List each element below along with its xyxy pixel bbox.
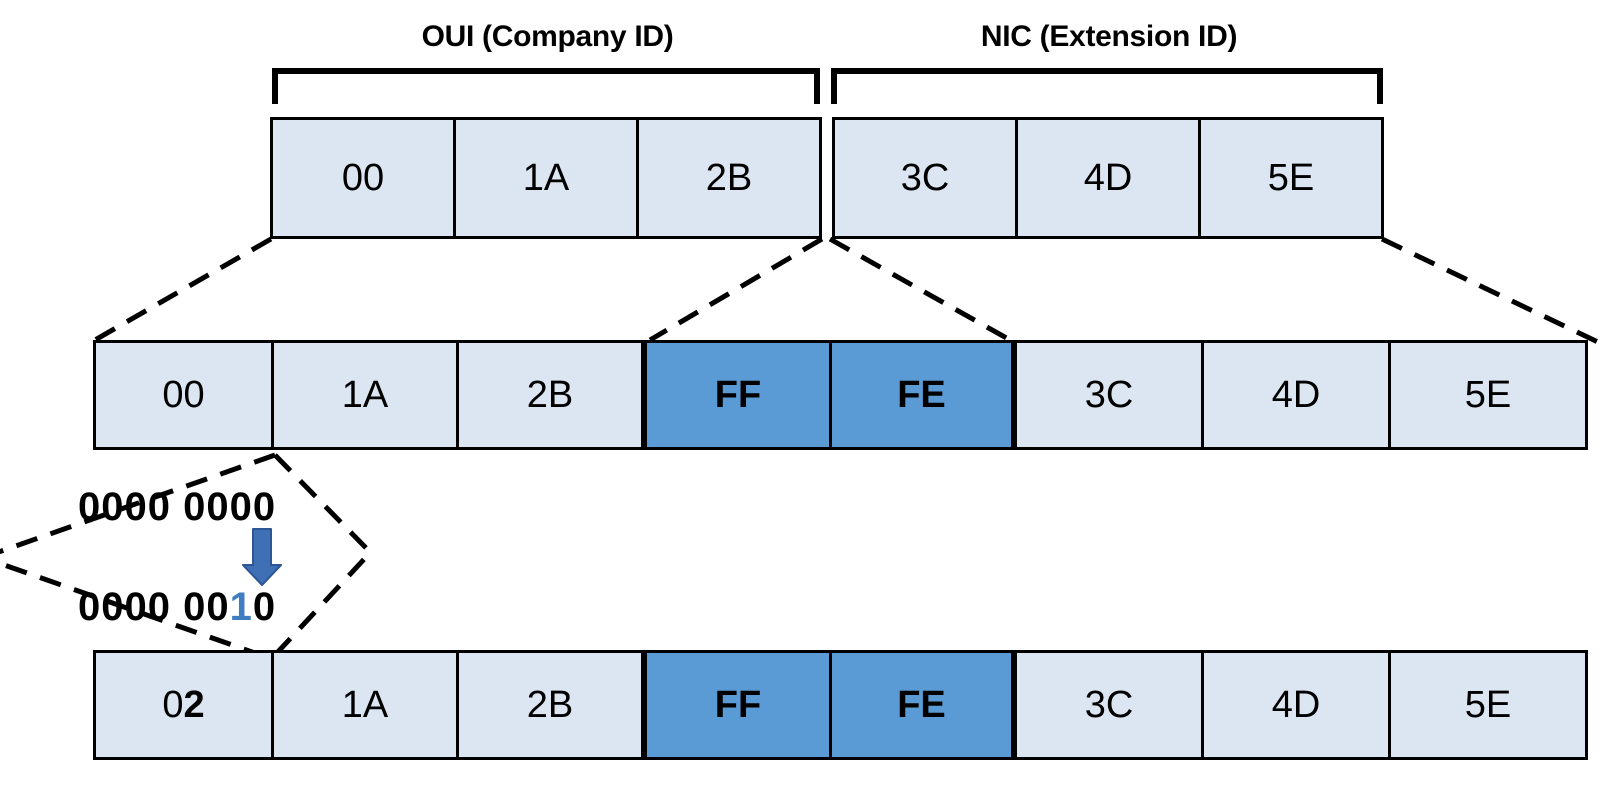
byte-cell-final-6: 4D (1201, 650, 1391, 760)
byte-cell-eui-7: 5E (1388, 340, 1588, 450)
oui-nic-divider-gap (822, 117, 832, 239)
byte-cell-oui-1: 1A (453, 117, 639, 239)
connector-left (93, 236, 273, 343)
byte-cell-final-1: 1A (271, 650, 459, 760)
callout-binary-before: 0000 0000 (78, 485, 277, 529)
nic-group: 3C 4D 5E (832, 117, 1384, 239)
connector-center-left (648, 236, 824, 343)
byte-cell-final-2: 2B (456, 650, 644, 760)
byte-cell-eui-5: 3C (1014, 340, 1204, 450)
byte-cell-final-ff: FF (644, 650, 832, 760)
bit-flipped-row: 02 1A 2B FF FE 3C 4D 5E (93, 650, 1588, 760)
connector-center-right (828, 236, 1012, 343)
callout-binary-after: 0000 0010 (78, 585, 276, 630)
byte-cell-final-0-text: 02 (162, 684, 205, 726)
byte-cell-oui-2: 2B (636, 117, 822, 239)
byte-cell-eui-ff: FF (644, 340, 832, 450)
nic-span-bracket (831, 68, 1383, 104)
callout-binary-after-suffix: 0 (252, 585, 277, 629)
byte-cell-nic-1: 4D (1015, 117, 1201, 239)
byte-cell-final-7: 5E (1388, 650, 1588, 760)
byte-cell-oui-0: 00 (270, 117, 456, 239)
oui-span-bracket (272, 68, 820, 104)
byte-cell-nic-2: 5E (1198, 117, 1384, 239)
byte-cell-eui-2: 2B (456, 340, 644, 450)
byte-cell-eui-fe: FE (829, 340, 1014, 450)
down-arrow-icon (242, 528, 282, 586)
byte-cell-eui-1: 1A (271, 340, 459, 450)
emphasized-nibble: 2 (183, 684, 205, 726)
oui-group: 00 1A 2B (270, 117, 822, 239)
nic-section-label: NIC (Extension ID) (980, 20, 1238, 53)
callout-flipped-bit: 1 (229, 585, 253, 629)
oui-section-label: OUI (Company ID) (421, 20, 674, 53)
connector-right (1380, 236, 1600, 346)
byte-cell-final-fe: FE (829, 650, 1014, 760)
byte-cell-final-5: 3C (1014, 650, 1204, 760)
byte-cell-final-0: 02 (93, 650, 274, 760)
mac-address-row: 00 1A 2B 3C 4D 5E (270, 117, 1384, 239)
byte-cell-nic-0: 3C (832, 117, 1018, 239)
fffe-inserted-row: 00 1A 2B FF FE 3C 4D 5E (93, 340, 1588, 450)
callout-binary-after-prefix: 0000 00 (78, 585, 230, 629)
byte-cell-eui-0: 00 (93, 340, 274, 450)
byte-cell-eui-6: 4D (1201, 340, 1391, 450)
